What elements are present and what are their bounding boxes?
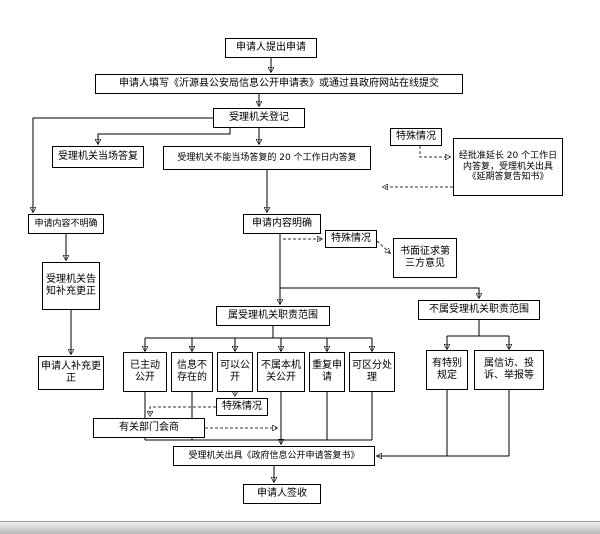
edge-rails xyxy=(144,320,510,456)
edge-specialcase2-thirdparty xyxy=(376,240,390,253)
node-repeat-apply: 重复申请 xyxy=(309,352,345,392)
node-can-public: 可以公开 xyxy=(217,352,253,392)
node-clear: 申请内容明确 xyxy=(243,214,321,234)
node-fill-form: 申请人填写《沂源县公安局信息公开申请表》或通过县政府网站在线提交 xyxy=(95,74,463,94)
node-in-scope: 属受理机关职责范围 xyxy=(216,306,330,326)
edge-specialcase1-extension xyxy=(419,146,450,157)
window-bottom-bar xyxy=(0,521,600,534)
node-reply-doc: 受理机关出具《政府信息公开申请答复书》 xyxy=(173,446,375,466)
node-special-case-1: 特殊情况 xyxy=(390,128,442,146)
node-consult: 有关部门会商 xyxy=(93,418,205,438)
node-sign: 申请人签收 xyxy=(243,484,321,504)
node-out-of-scope: 不属受理机关职责范围 xyxy=(418,300,540,320)
node-not-this-org: 不属本机关公开 xyxy=(257,352,305,392)
node-reply-20days: 受理机关不能当场答复的 20 个工作日内答复 xyxy=(163,146,371,170)
node-petition: 属信访、投诉、举报等 xyxy=(474,350,544,390)
node-extension: 经批准延长 20 个工作日内答复，受理机关出具《延期答复告知书》 xyxy=(453,138,563,196)
node-register: 受理机关登记 xyxy=(213,108,305,128)
node-special-rules: 有特别规定 xyxy=(426,350,468,390)
node-special-case-3: 特殊情况 xyxy=(216,398,268,416)
node-unclear: 申请内容不明确 xyxy=(28,214,104,234)
node-special-case-2: 特殊情况 xyxy=(325,230,377,248)
node-already-public: 已主动公开 xyxy=(123,352,167,392)
node-separable: 可区分处理 xyxy=(349,352,395,392)
node-notify-supplement: 受理机关告知补充更正 xyxy=(42,262,100,310)
node-not-exist: 信息不存在的 xyxy=(171,352,213,392)
edge-clear-outscope xyxy=(280,287,479,298)
node-third-party: 书面征求第三方意见 xyxy=(393,238,457,278)
edge-specialcase3-consult xyxy=(150,406,216,416)
edge-register-onsite xyxy=(98,128,231,144)
edge-register-unclear xyxy=(33,117,213,212)
node-applicant-supplement: 申请人补充更正 xyxy=(38,356,104,390)
node-submit: 申请人提出申请 xyxy=(225,38,317,58)
node-onsite-reply: 受理机关当场答复 xyxy=(52,146,144,168)
